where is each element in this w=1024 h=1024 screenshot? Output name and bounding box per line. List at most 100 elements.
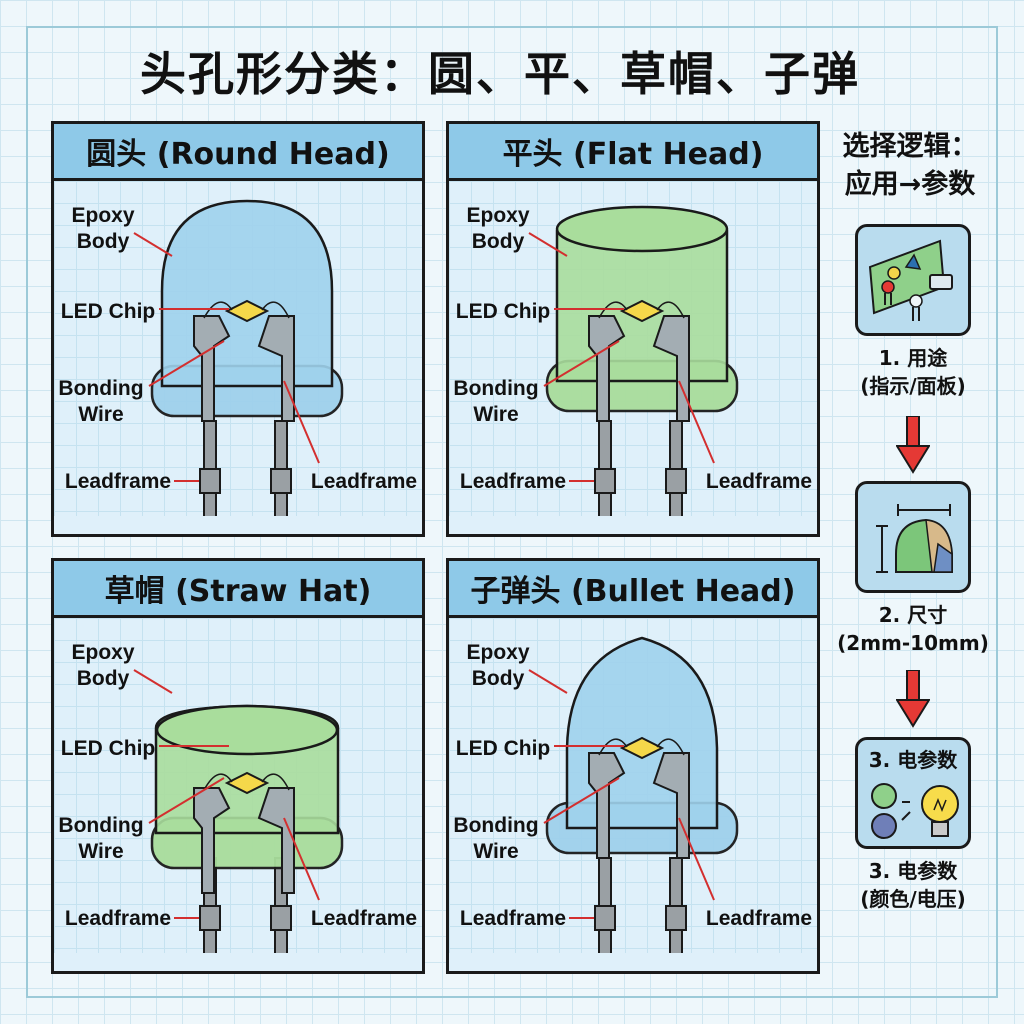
bonding-wire-label-line: Bonding [58, 377, 144, 400]
bulb-icon [871, 783, 959, 839]
epoxy-body-label-line: Epoxy [71, 204, 135, 227]
selection-logic-line: 选择逻辑： [842, 131, 978, 162]
leadframe-right-label-line: Leadframe [705, 907, 813, 930]
led-chip-label-line: LED Chip [60, 300, 156, 323]
internal-leadframe [257, 315, 295, 422]
bonding-wire-label-line: Wire [78, 840, 124, 863]
led-chip-label-line: LED Chip [455, 300, 551, 323]
leadframe-left-label-line: Leadframe [64, 470, 172, 493]
epoxy-body-label-line: Epoxy [466, 204, 530, 227]
epoxy-body [565, 636, 719, 830]
bonding-wire-label-line: Wire [473, 840, 519, 863]
step-electrical-box-label: 3. 电参数 [868, 748, 958, 772]
epoxy-body-label-line: Epoxy [71, 641, 135, 664]
bonding-wire-label-line: Wire [473, 403, 519, 426]
led-chip-label: LED Chip [453, 736, 553, 762]
leadframe-right-label-line: Leadframe [310, 470, 418, 493]
led-chip-label: LED Chip [453, 299, 553, 325]
step-usage-box [855, 224, 971, 336]
epoxy-body-label-line: Body [76, 667, 130, 690]
page-title: 头孔形分类：圆、平、草帽、子弹 [140, 47, 860, 101]
leadframe-left-label-line: Leadframe [459, 470, 567, 493]
internal-leadframe [193, 315, 231, 422]
panel-title: 子弹头 (Bullet Head) [449, 561, 817, 618]
led-illustration [528, 205, 739, 516]
leader-line [133, 669, 173, 694]
leader-line [148, 340, 225, 387]
leadframe-left-label-line: Leadframe [64, 907, 172, 930]
led-chip-label-line: LED Chip [60, 737, 156, 760]
down-arrow-icon [896, 416, 930, 474]
leader-line [543, 777, 620, 824]
leadframe-left-label: Leadframe [453, 906, 573, 932]
bonding-wire [598, 738, 628, 756]
leadframe-right-label-line: Leadframe [705, 470, 813, 493]
leader-line [133, 232, 173, 257]
selection-logic-line: 应用→参数 [844, 169, 976, 200]
led-chip [619, 299, 665, 323]
bonding-wire-label-line: Wire [78, 403, 124, 426]
leader-line [283, 380, 320, 464]
bonding-wire [203, 301, 233, 319]
internal-leadframe [257, 787, 295, 894]
leader-line [528, 232, 568, 257]
leader-line [678, 817, 715, 901]
panel-title: 平头 (Flat Head) [449, 124, 817, 181]
step-caption-line: (颜色/电压) [860, 887, 966, 911]
step-caption-line: 3. 电参数 [868, 859, 958, 883]
bonding-wire [598, 301, 628, 319]
bonding-wire-label-line: Bonding [453, 814, 539, 837]
straw-top [155, 704, 339, 756]
internal-leadframe [588, 752, 626, 859]
step-caption-line: 1. 用途 [878, 346, 948, 370]
bonding-wire [203, 773, 233, 791]
lead-kink [199, 468, 221, 494]
internal-leadframe [588, 315, 626, 422]
leader-line [528, 669, 568, 694]
step-caption-line: (2mm-10mm) [837, 631, 989, 655]
leadframe-left-label: Leadframe [453, 469, 573, 495]
step-size-caption: 2. 尺寸 (2mm-10mm) [820, 601, 1006, 657]
step-size-box [855, 481, 971, 593]
led-chip-label: LED Chip [58, 299, 158, 325]
led-illustration [133, 669, 344, 953]
led-illustration [133, 199, 344, 516]
internal-leadframe [652, 752, 690, 859]
epoxy-body-label-line: Epoxy [466, 641, 530, 664]
panel-title: 草帽 (Straw Hat) [54, 561, 422, 618]
step-electrical-caption: 3. 电参数 (颜色/电压) [820, 857, 1006, 913]
led-chip [619, 736, 665, 760]
leader-line [283, 817, 320, 901]
leader-line [678, 380, 715, 464]
leadframe-right-label-line: Leadframe [310, 907, 418, 930]
step-usage-caption: 1. 用途(指示/面板) [820, 344, 1006, 400]
lead-kink [594, 905, 616, 931]
outer-frame [26, 26, 998, 998]
display-panel-icon [868, 239, 953, 321]
epoxy-body [160, 199, 334, 388]
epoxy-body-label-line: Body [76, 230, 130, 253]
bonding-wire [261, 301, 290, 319]
epoxy-body-label-line: Body [471, 667, 525, 690]
step-caption-line: 2. 尺寸 [878, 603, 948, 627]
leadframe-right-label: Leadframe [699, 469, 817, 495]
bonding-wire [261, 773, 290, 791]
lead-kink [665, 905, 687, 931]
panel-title: 圆头 (Round Head) [54, 124, 422, 181]
lead-kink [199, 905, 221, 931]
led-illustration [528, 636, 739, 953]
internal-leadframe [652, 315, 690, 422]
bonding-wire [656, 738, 685, 756]
